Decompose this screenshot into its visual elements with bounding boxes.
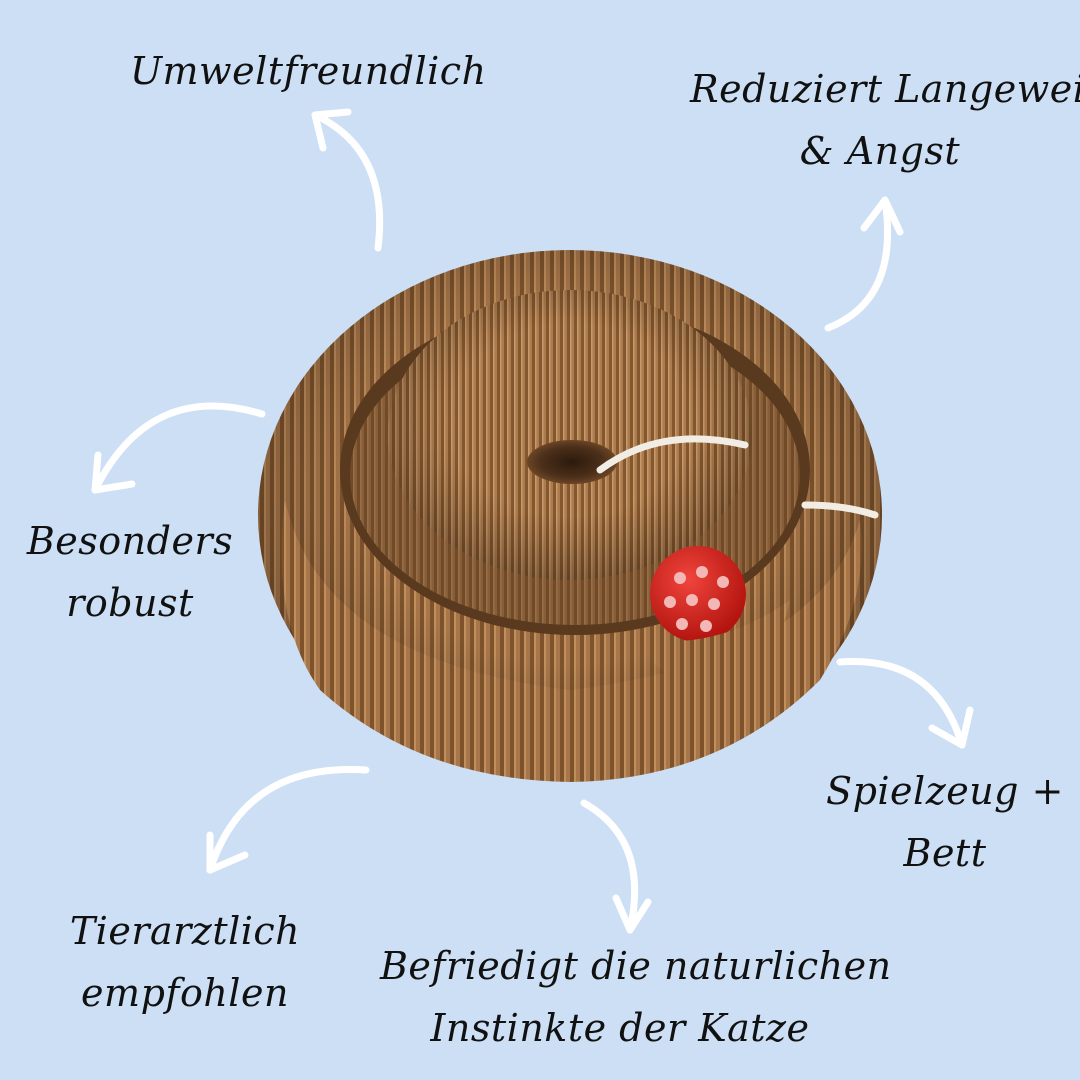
- label-vet-recommended: Tierarztlich empfohlen: [60, 900, 310, 1024]
- label-vet-line1: Tierarztlich: [69, 909, 301, 953]
- label-instincts: Befriedigt die naturlichen Instinkte der…: [380, 935, 892, 1059]
- label-toy-line2: Bett: [903, 831, 987, 875]
- label-bored-line1: Reduziert Langeweile: [690, 67, 1080, 111]
- arrow-bored: [824, 196, 904, 332]
- label-instinct-line1: Befriedigt die naturlichen: [380, 944, 892, 988]
- label-eco-friendly: Umweltfreundlich: [130, 40, 487, 102]
- arrow-eco: [311, 108, 384, 252]
- label-robust-line1: Besonders: [26, 519, 234, 563]
- label-eco-text: Umweltfreundlich: [130, 49, 487, 93]
- cat-scratcher-product: [258, 250, 882, 782]
- label-bored-line2: & Angst: [799, 129, 961, 173]
- arrow-toy: [836, 657, 974, 749]
- label-vet-line2: empfohlen: [81, 971, 289, 1015]
- label-toy-bed: Spielzeug + Bett: [820, 760, 1070, 884]
- label-toy-line1: Spielzeug +: [826, 769, 1064, 813]
- label-reduces-boredom: Reduziert Langeweile & Angst: [690, 58, 1080, 182]
- arrow-vet: [206, 765, 370, 874]
- label-instinct-line2: Instinkte der Katze: [430, 1006, 810, 1050]
- ball-track: [596, 435, 749, 474]
- donut-hole: [527, 440, 617, 484]
- label-robust: Besonders robust: [20, 510, 240, 634]
- arrow-instinct: [580, 799, 652, 934]
- label-robust-line2: robust: [66, 581, 194, 625]
- red-ball: [650, 546, 746, 642]
- arrow-robust: [91, 402, 266, 494]
